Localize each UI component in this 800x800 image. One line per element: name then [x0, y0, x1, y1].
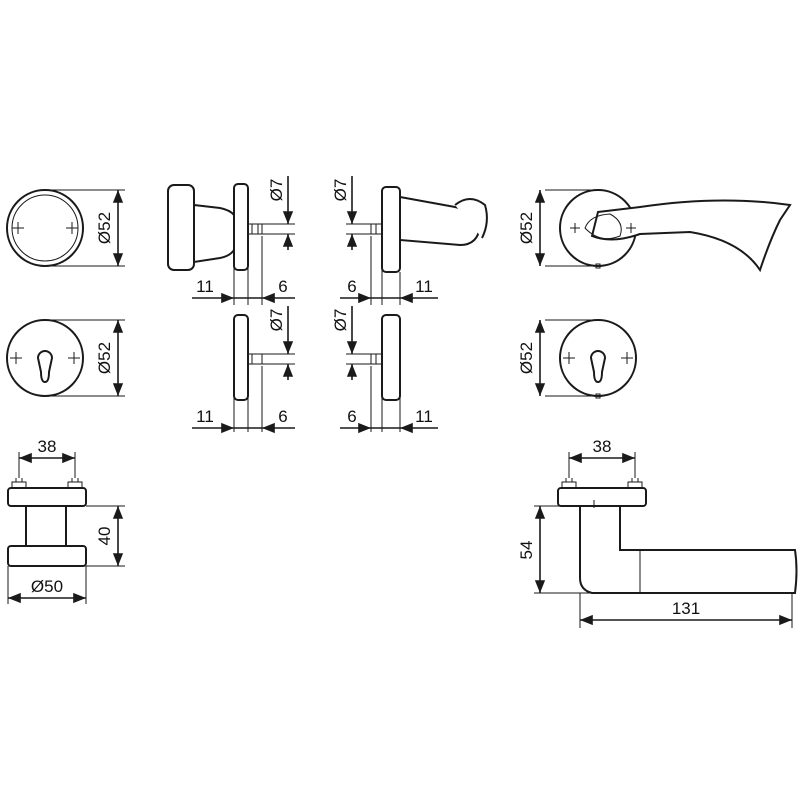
lever-rose-diameter-label: Ø52 [517, 212, 536, 244]
lever-length-label: 131 [672, 599, 700, 618]
rose2-dia7-label: Ø7 [267, 309, 286, 332]
rose-side-view-left [192, 306, 295, 434]
lever-rose-front-view [534, 189, 792, 273]
knob-6-label: 6 [278, 277, 287, 296]
knob-height-label: 40 [95, 527, 114, 546]
lever-profile-view [534, 452, 798, 628]
cylinder-rosette-diameter-label: Ø52 [95, 342, 114, 374]
lever-height-label: 54 [517, 541, 536, 560]
lever-cylinder-rose-diameter-label: Ø52 [517, 342, 536, 374]
knob-width-label: 38 [38, 437, 57, 456]
lever-cylinder-rose-front-view [534, 319, 637, 399]
rose2-11-label: 11 [196, 407, 214, 426]
rose2-6-label: 6 [278, 407, 287, 426]
lever-width-label: 38 [593, 437, 612, 456]
knob-dia7-label: Ø7 [267, 179, 286, 202]
lever-side-view [340, 176, 488, 305]
rose3-dia7-label: Ø7 [331, 309, 350, 332]
knob-diameter-label: Ø50 [31, 577, 63, 596]
knob-profile-view [7, 452, 125, 604]
knob-side-view [167, 176, 295, 305]
knob-11-label: 11 [196, 277, 214, 296]
lever-11-label: 11 [415, 277, 433, 296]
cylinder-rosette-front-view [6, 319, 125, 397]
rosette-diameter-label: Ø52 [95, 212, 114, 244]
lever-dia7-label: Ø7 [331, 179, 350, 202]
rose-side-view-right [340, 306, 438, 434]
rosette-front-view [6, 189, 125, 267]
lever-6-label: 6 [347, 277, 356, 296]
rose3-11-label: 11 [415, 407, 433, 426]
rose3-6-label: 6 [347, 407, 356, 426]
